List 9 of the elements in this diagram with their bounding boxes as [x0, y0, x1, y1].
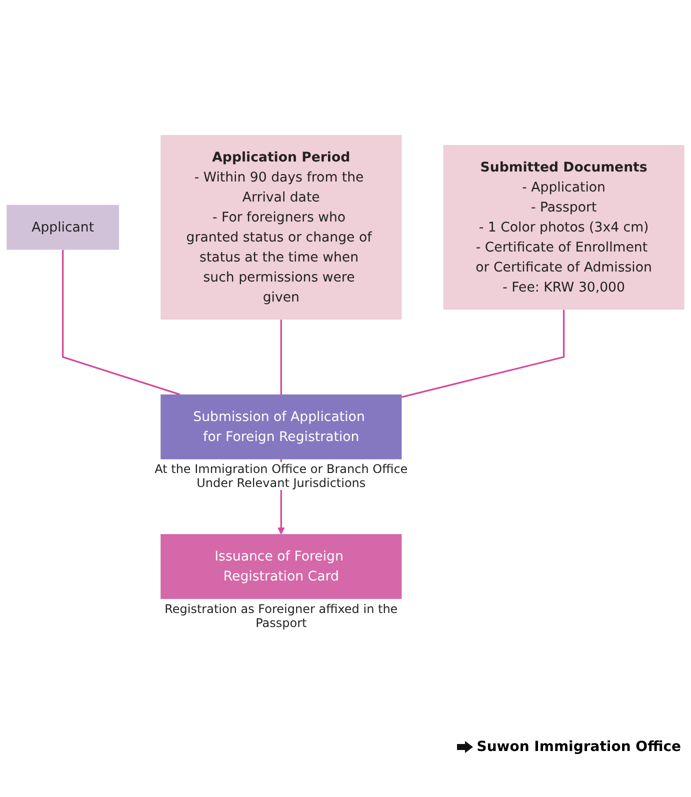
node-box: Issuance of Foreign Registration Card [160, 534, 402, 599]
node-box: Application Period - Within 90 days from the Arrival date - For foreigners who granted status or change of status at the time when such permissions were given [160, 135, 402, 320]
note-text: Suwon Immigration Office [476, 739, 681, 755]
node-box: Applicant [6, 204, 120, 250]
connector [62, 250, 180, 396]
connector [402, 310, 565, 398]
node-box: Submitted Documents - Application - Passport - 1 Color photos (3x4 cm) - Certificate of Enrollment or Certificate of Admission - Fee: KRW 30,000 [443, 145, 684, 310]
node-box: Submission of Application for Foreign Registration [160, 394, 402, 460]
connector [280, 320, 282, 394]
